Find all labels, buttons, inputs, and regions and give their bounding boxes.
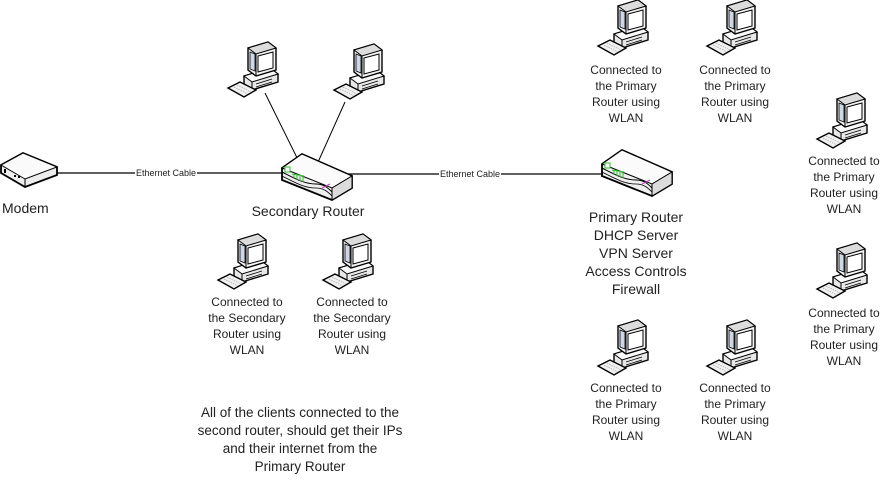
wired-pc-icon: [333, 43, 385, 100]
secondary-client-pc-icon: [322, 233, 374, 290]
primary-router-label: Primary Router DHCP Server VPN Server Ac…: [585, 209, 687, 297]
cable-label: Ethernet Cable: [135, 168, 198, 178]
cable-label: Ethernet Cable: [439, 169, 502, 179]
primary-client-label: Connected to the Primary Router using WL…: [808, 306, 880, 368]
primary-client-label: Connected to the Primary Router using WL…: [699, 63, 771, 125]
secondary-client-pc-icon: [217, 233, 269, 290]
diagram-note: All of the clients connected to the seco…: [197, 405, 403, 474]
primary-client-pc-icon: [816, 242, 868, 299]
primary-client-pc-icon: [816, 92, 868, 149]
primary-client-label: Connected to the Primary Router using WL…: [590, 381, 662, 443]
primary-client-pc-icon: [706, 0, 758, 56]
wired-pc-icon: [227, 41, 279, 98]
primary-client-label: Connected to the Primary Router using WL…: [699, 381, 771, 443]
primary-client-label: Connected to the Primary Router using WL…: [808, 154, 880, 216]
primary-client-label: Connected to the Primary Router using WL…: [590, 63, 662, 125]
secondary-router-icon: [281, 153, 353, 201]
primary-client-pc-icon: [597, 319, 649, 376]
primary-router-icon: [601, 149, 673, 197]
primary-client-pc-icon: [706, 319, 758, 376]
secondary-client-label: Connected to the Secondary Router using …: [313, 295, 391, 357]
modem-label: Modem: [2, 200, 49, 216]
modem-icon: [0, 152, 58, 188]
secondary-client-label: Connected to the Secondary Router using …: [208, 295, 286, 357]
primary-client-pc-icon: [597, 0, 649, 56]
secondary-router-label: Secondary Router: [251, 203, 365, 219]
